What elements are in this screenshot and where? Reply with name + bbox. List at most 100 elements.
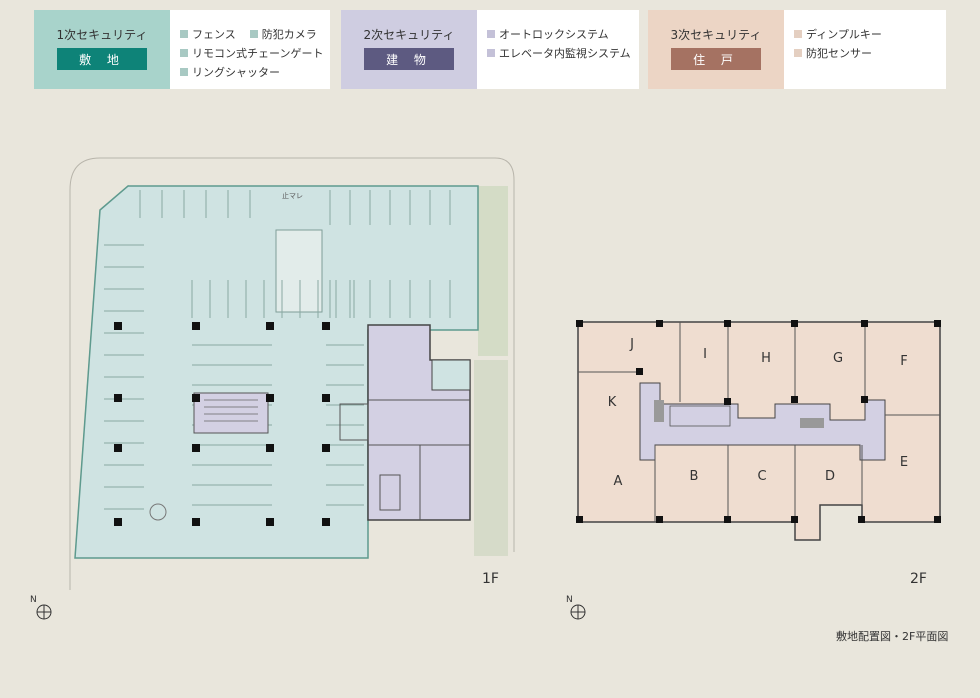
column — [192, 444, 200, 452]
column — [858, 516, 865, 523]
legend-item: オートロックシステム — [499, 28, 609, 41]
building-rooms — [339, 399, 470, 520]
column — [266, 518, 274, 526]
legend-row: エレベータ内監視システム — [487, 44, 639, 63]
legend-row: 防犯センサー — [794, 44, 946, 63]
legend-badge-building: 建 物 — [364, 48, 454, 70]
column — [791, 516, 798, 523]
svg-text:N: N — [566, 595, 573, 605]
column — [724, 516, 731, 523]
column — [636, 368, 643, 375]
unit-label: A — [614, 474, 623, 489]
site-plan-1f: 止マレ 1F N — [30, 157, 515, 620]
unit-label: F — [900, 354, 907, 369]
common-corridor — [640, 383, 885, 460]
legend-head: 2次セキュリティ 建 物 — [341, 10, 477, 89]
column — [322, 322, 330, 330]
column — [192, 322, 200, 330]
legend-item: リングシャッター — [192, 66, 280, 79]
legend-swatch — [794, 30, 802, 38]
legend-item: フェンス — [192, 28, 236, 41]
columns-1f — [114, 322, 330, 526]
legend-item: エレベータ内監視システム — [499, 47, 631, 60]
elevator — [379, 474, 401, 511]
shaft-2f — [654, 400, 664, 422]
unit-label: I — [703, 347, 707, 362]
legend-swatch — [487, 49, 495, 57]
column — [114, 444, 122, 452]
column — [576, 516, 583, 523]
legend-row: リモコン式チェーンゲート — [180, 44, 330, 63]
north-arrow-icon: N — [566, 595, 586, 620]
legend-primary-security: 1次セキュリティ 敷 地 フェンス防犯カメラ リモコン式チェーンゲート リングシ… — [34, 10, 330, 89]
unit-partitions — [578, 322, 940, 522]
column — [791, 320, 798, 327]
legend-item: ディンプルキー — [806, 28, 882, 41]
column — [791, 396, 798, 403]
legend-row: オートロックシステム — [487, 25, 639, 44]
column — [266, 394, 274, 402]
column — [724, 320, 731, 327]
legend-badge-unit: 住 戸 — [671, 48, 761, 70]
plan-caption: 敷地配置図・2F平面図 — [836, 630, 949, 643]
elevator-2f — [800, 418, 824, 428]
green-strip-east — [478, 186, 508, 356]
legend-row: ディンプルキー — [794, 25, 946, 44]
column — [322, 518, 330, 526]
unit-label: G — [833, 351, 843, 366]
stair-2f — [669, 405, 731, 427]
column — [934, 516, 941, 523]
legend-items: フェンス防犯カメラ リモコン式チェーンゲート リングシャッター — [170, 10, 330, 89]
legend-swatch — [180, 49, 188, 57]
building-zone — [368, 325, 470, 520]
column — [656, 320, 663, 327]
legend-title: 1次セキュリティ — [56, 28, 148, 42]
column — [322, 394, 330, 402]
legend-badge-site: 敷 地 — [57, 48, 147, 70]
legend-head: 1次セキュリティ 敷 地 — [34, 10, 170, 89]
north-arrow-icon: N — [30, 595, 52, 620]
column — [861, 320, 868, 327]
column — [114, 394, 122, 402]
unit-label: H — [761, 351, 771, 366]
column — [656, 516, 663, 523]
legend-secondary-security: 2次セキュリティ 建 物 オートロックシステム エレベータ内監視システム — [341, 10, 639, 89]
column — [724, 398, 731, 405]
column — [861, 396, 868, 403]
site-boundary — [69, 157, 515, 590]
legend-swatch — [249, 30, 258, 38]
legend-swatch — [180, 68, 188, 76]
column — [192, 394, 200, 402]
legend-head: 3次セキュリティ 住 戸 — [648, 10, 784, 89]
column — [576, 320, 583, 327]
column — [266, 444, 274, 452]
unit-label: E — [900, 455, 908, 470]
unit-label: D — [825, 469, 835, 484]
svg-text:N: N — [30, 595, 37, 605]
legend-title: 2次セキュリティ — [363, 28, 455, 42]
legend-title: 3次セキュリティ — [670, 28, 762, 42]
stair-core — [193, 392, 269, 434]
legend-swatch — [180, 30, 188, 38]
unit-label: C — [757, 469, 766, 484]
column — [114, 518, 122, 526]
column — [322, 444, 330, 452]
column — [934, 320, 941, 327]
floor-label-1f: 1F — [482, 571, 499, 587]
legend-tertiary-security: 3次セキュリティ 住 戸 ディンプルキー 防犯センサー — [648, 10, 946, 89]
floor-outline — [577, 321, 941, 541]
legend-items: ディンプルキー 防犯センサー — [784, 10, 946, 89]
legend-swatch — [487, 30, 495, 38]
unit-label: J — [629, 337, 634, 352]
column — [114, 322, 122, 330]
parking-zone — [75, 186, 478, 558]
column — [266, 322, 274, 330]
legend-item: 防犯センサー — [806, 47, 872, 60]
legend-row: フェンス防犯カメラ — [180, 25, 330, 44]
stop-mark: 止マレ — [282, 191, 303, 200]
legend-items: オートロックシステム エレベータ内監視システム — [477, 10, 639, 89]
entrance-hall — [431, 359, 471, 391]
